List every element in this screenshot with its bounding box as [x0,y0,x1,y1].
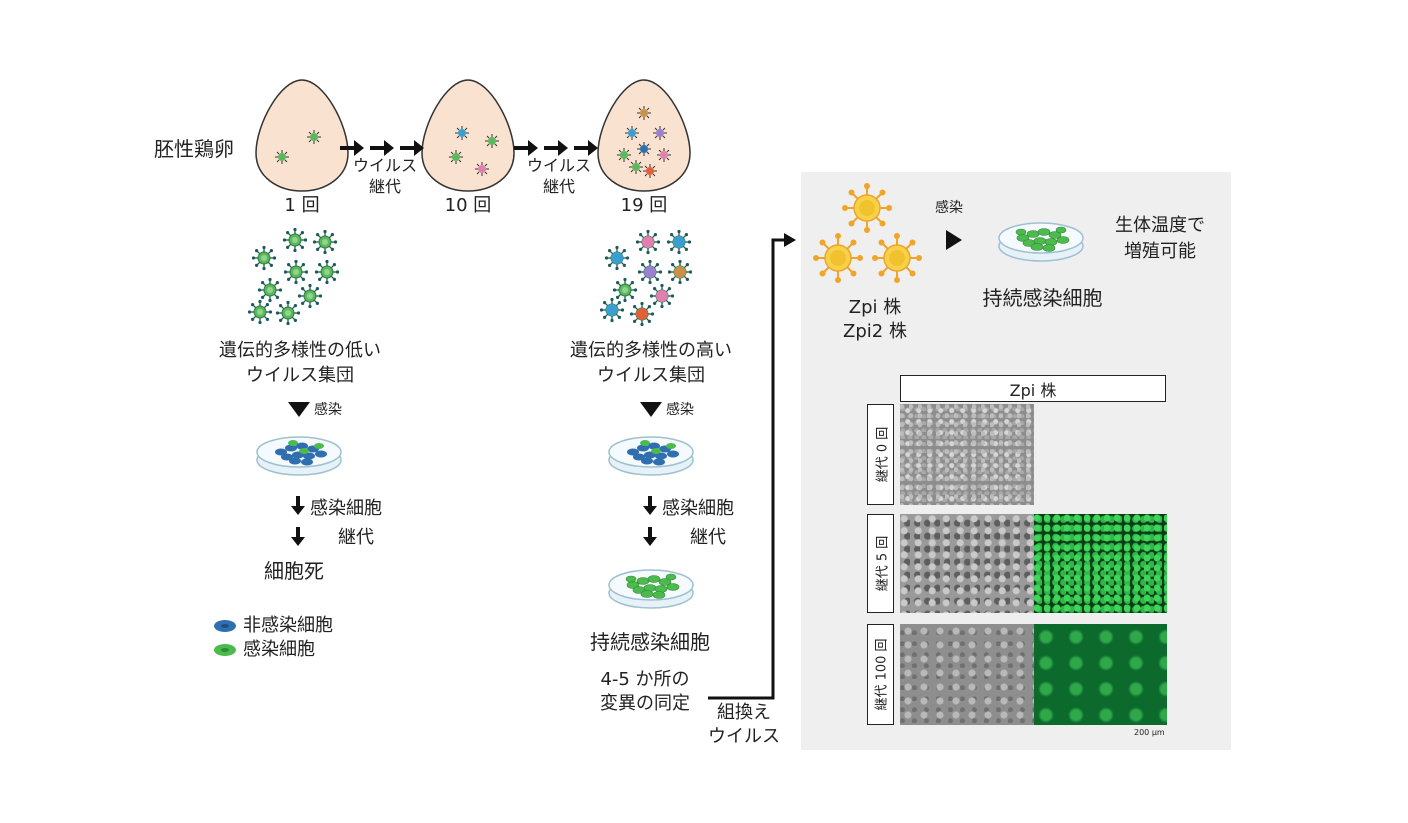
cell-passage-left-line2: 継代 [338,527,374,548]
cell-passage-left-line1: 感染細胞 [310,498,382,519]
mutation-line2: 変異の同定 [600,693,690,714]
high-diversity-line2: ウイルス集団 [597,365,705,386]
recombinant-line2: ウイルス [708,726,780,747]
strain-line2: Zpi2 株 [843,321,907,342]
infect-triangle-left [288,402,310,417]
dish-mid [608,436,694,476]
low-diversity-line2: ウイルス集団 [246,365,354,386]
egg-10-label: 10 回 [444,195,492,216]
virus-passage-a-line2: 継代 [368,177,401,196]
down-arrows-mid [643,496,657,546]
strain-line1: Zpi 株 [848,297,902,318]
passage-arrows-b [514,140,598,156]
egg-label: 胚性鶏卵 [154,137,234,161]
row-100-label: 継代 100 回 [867,624,894,725]
cell-death-label: 細胞死 [264,559,324,583]
high-diversity-viruses [599,229,693,327]
panel-infect-label: 感染 [935,200,963,216]
cell-passage-mid-line2: 継代 [690,527,726,548]
body-temp-line2: 増殖可能 [1124,241,1196,262]
infect-triangle-mid [640,402,662,417]
micrograph-row5-brightfield [900,514,1034,613]
micrograph-row100-fluorescence [1034,624,1167,725]
table-header: Zpi 株 [900,375,1166,402]
egg-passage-10 [421,79,515,192]
dish-left [256,436,342,476]
recombinant-connector [708,233,796,700]
zpi-viruses [812,182,923,284]
virus-passage-a-line1: ウイルス [352,156,417,175]
recombinant-line1: 組換え [717,702,771,723]
micrograph-row0-brightfield [900,404,1034,505]
dish-mid-persistent [608,569,694,609]
virus-passage-b-line1: ウイルス [526,156,591,175]
high-diversity-line1: 遺伝的多様性の高い [570,340,732,361]
row-0-label: 継代 0 回 [867,404,894,505]
mutation-line1: 4-5 か所の [600,669,690,690]
egg-1-label: 1 回 [284,195,320,216]
persistent-mid-label: 持続感染細胞 [590,630,710,654]
passage-arrows-a [340,140,424,156]
row-5-label: 継代 5 回 [867,514,894,613]
body-temp-line1: 生体温度で [1115,215,1205,236]
egg-passage-19 [597,79,691,192]
scale-label: 200 µm [1134,728,1165,737]
micrograph-row5-fluorescence [1034,514,1167,613]
panel-persistent-label: 持続感染細胞 [982,286,1103,310]
panel-infect-triangle [946,230,962,250]
low-diversity-line1: 遺伝的多様性の低い [219,340,381,361]
down-arrows-left [291,496,305,546]
infect-mid-label: 感染 [666,402,694,418]
egg-19-label: 19 回 [620,195,668,216]
panel-dish [998,222,1084,262]
low-diversity-viruses [247,227,340,326]
virus-passage-b-line2: 継代 [542,177,575,196]
legend-infected-label: 感染細胞 [243,639,315,660]
cell-passage-mid-line1: 感染細胞 [662,498,734,519]
legend-uninfected-label: 非感染細胞 [243,615,333,636]
infect-left-label: 感染 [314,402,342,418]
micrograph-row100-brightfield [900,624,1034,725]
